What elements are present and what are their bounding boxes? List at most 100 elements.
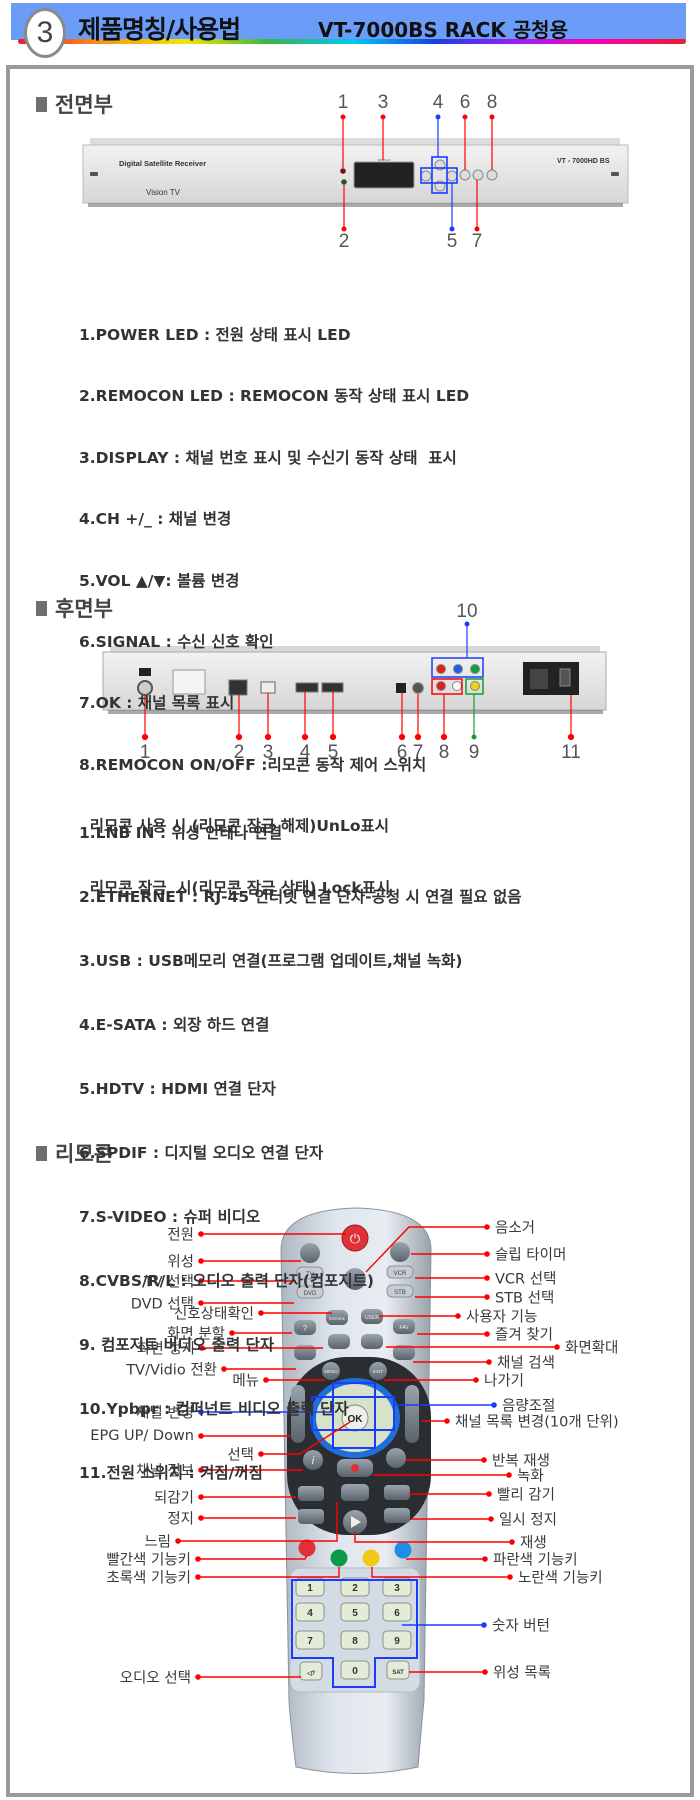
callout-dot [484,1275,490,1281]
digit-key[interactable] [382,1602,412,1622]
remote-label-audio-select: 오디오 선택 [119,1670,191,1687]
callout-line [261,1421,351,1455]
remote-label-channel-info: 채널 정보 [136,1463,194,1480]
yellow-key[interactable] [362,1549,380,1567]
remote-label-zoom: 화면확대 [565,1340,619,1357]
fast-forward-button[interactable] [384,1485,410,1500]
remote-label-slow: 느림 [144,1534,171,1551]
satellite-button[interactable] [300,1243,320,1263]
front-callout-lines [340,114,495,232]
list-item: 7.OK : 채널 목록 표시 [79,694,235,713]
remote-label-satellite: 위성 [167,1254,194,1271]
power-button[interactable] [341,1224,369,1252]
remote-label-epg: EPG UP/ Down [90,1428,194,1444]
zoom-button[interactable] [393,1345,415,1360]
callout-dot [455,1313,461,1319]
key-label: 1 [307,1583,313,1594]
remocon-onoff-button[interactable] [486,169,498,181]
front-callout-3: 3 [377,92,389,113]
pause-button[interactable] [384,1508,410,1523]
remote-heading-text: 리모콘 [55,1142,113,1166]
panel-shadow [88,203,623,207]
digit-key[interactable] [340,1660,370,1680]
list-item: 2.REMOCON LED : REMOCON 동작 상태 표시 LED [79,387,470,406]
mute-button[interactable] [344,1268,366,1290]
menu-button[interactable] [322,1362,340,1380]
page-title: 제품명칭/사용법 [78,15,241,44]
remote-label-number-buttons: 숫자 버턴 [492,1618,550,1635]
vol-down-button[interactable] [420,170,432,182]
dvd-button[interactable] [296,1285,324,1299]
tv-video-button[interactable] [294,1345,316,1360]
audio-select-button[interactable] [299,1661,323,1681]
page-rocker[interactable] [405,1385,419,1443]
search-button[interactable] [361,1334,383,1349]
list-item: 10.Ypbpr : 컴퍼넌트 비디오 출력 단자 [79,1400,349,1418]
remote-label-volume: 음량조절 [502,1398,556,1415]
info-button[interactable] [303,1450,323,1470]
remote-label-repeat: 반복 재생 [492,1453,550,1470]
digit-key[interactable] [295,1577,325,1597]
repeat-button[interactable] [386,1448,406,1468]
user-button[interactable] [361,1309,383,1324]
digit-key[interactable] [295,1630,325,1650]
y-jack [470,664,480,674]
list-item: 6.SPDIF : 디지털 오디오 연결 단자 [79,1144,324,1162]
fav-button[interactable] [393,1319,415,1334]
list-item: 6.SIGNAL : 수신 신호 확인 [79,632,274,651]
remote-label-stop: 정지 [167,1511,194,1528]
callout-line [371,1567,510,1578]
callout-dot [198,1278,204,1284]
callout-dot [491,1402,497,1408]
signal-button[interactable] [459,169,471,181]
channel-rocker[interactable] [291,1385,305,1443]
remote-label-power: 전원 [167,1227,194,1244]
rear-callout-5: 5 [327,742,339,763]
digit-key[interactable] [382,1577,412,1597]
exit-button[interactable] [369,1362,387,1380]
tv-button[interactable] [296,1266,324,1280]
brand-text: Digital Satellite Receiver [119,159,206,168]
ch-highlight-box [431,156,448,194]
list-item: 8.CVBS/R/L : 오디오 출력 단자(컴포지트) [79,1272,374,1290]
blue-key[interactable] [394,1541,412,1559]
audio-r-jack [436,681,446,691]
key-label: 7 [307,1636,313,1647]
rear-callout-2: 2 [233,742,245,763]
red-key[interactable] [298,1539,316,1557]
signal-button[interactable] [326,1310,348,1325]
sleep-button[interactable] [390,1242,410,1262]
content-frame [6,65,694,1797]
green-key[interactable] [330,1549,348,1567]
callout-dot [482,1669,488,1675]
list-item: 1.POWER LED : 전원 상태 표시 LED [79,326,351,344]
digit-key[interactable] [340,1602,370,1622]
split-screen-button[interactable] [294,1320,316,1335]
front-callout-1: 1 [337,92,349,113]
vol-up-button[interactable] [446,170,458,182]
digit-key[interactable] [295,1602,325,1622]
rear-callout-11: 11 [561,742,581,763]
remote-label-fast-forward: 빨리 감기 [497,1487,555,1504]
svg-text:⏻: ⏻ [350,1231,360,1246]
stop-button[interactable] [298,1509,324,1524]
callout-dot [195,1574,201,1580]
vcr-button[interactable] [386,1265,414,1279]
callout-dot [229,1330,235,1336]
callout-line [365,1226,487,1273]
rear-callout-lines [141,621,575,741]
sat-button[interactable] [386,1660,410,1680]
digit-key[interactable] [340,1630,370,1650]
stb-button[interactable] [386,1284,414,1298]
ok-key-label: OK [348,1414,364,1425]
freeze-button[interactable] [328,1334,350,1349]
slow-button[interactable] [341,1484,369,1501]
callout-dot [198,1258,204,1264]
digit-key[interactable] [382,1630,412,1650]
key-label: 6 [394,1608,400,1619]
digit-key[interactable] [340,1577,370,1597]
ok-button[interactable] [472,169,484,181]
remote-label-favorites: 즐겨 찾기 [495,1327,553,1344]
rewind-button[interactable] [298,1486,324,1501]
callout-dot [482,1556,488,1562]
